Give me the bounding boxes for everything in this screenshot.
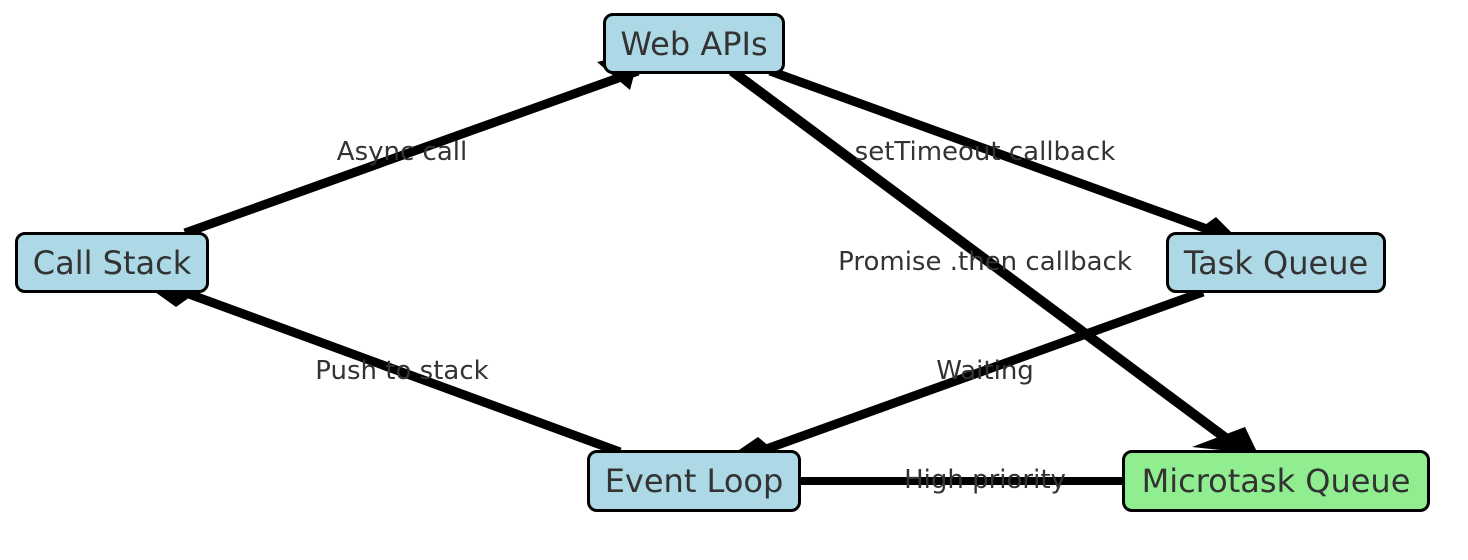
label-async-call: Async call bbox=[336, 137, 468, 167]
node-task-queue: Task Queue bbox=[1166, 232, 1386, 293]
edge-promise-then bbox=[729, 66, 1238, 450]
edge-push-to-stack bbox=[176, 285, 622, 457]
arrowhead-event-loop bbox=[736, 437, 776, 452]
label-promise-then-callback: Promise .then callback bbox=[838, 247, 1132, 277]
node-web-apis: Web APIs bbox=[603, 13, 785, 74]
node-microtask-queue: Microtask Queue bbox=[1122, 450, 1430, 512]
label-high-priority: High priority bbox=[904, 465, 1066, 495]
label-push-to-stack: Push to stack bbox=[315, 356, 489, 386]
label-settimeout-callback: setTimeout callback bbox=[854, 137, 1116, 167]
edge-waiting bbox=[756, 287, 1205, 457]
arrowhead-call-stack bbox=[155, 290, 200, 307]
label-waiting: Waiting bbox=[936, 356, 1034, 386]
node-event-loop: Event Loop bbox=[587, 450, 801, 512]
arrowhead-microtask-queue bbox=[1192, 427, 1258, 454]
arrowhead-task-queue bbox=[1198, 217, 1234, 235]
edge-async-call bbox=[183, 66, 640, 238]
node-call-stack: Call Stack bbox=[15, 232, 209, 293]
edge-settimeout bbox=[768, 66, 1220, 238]
